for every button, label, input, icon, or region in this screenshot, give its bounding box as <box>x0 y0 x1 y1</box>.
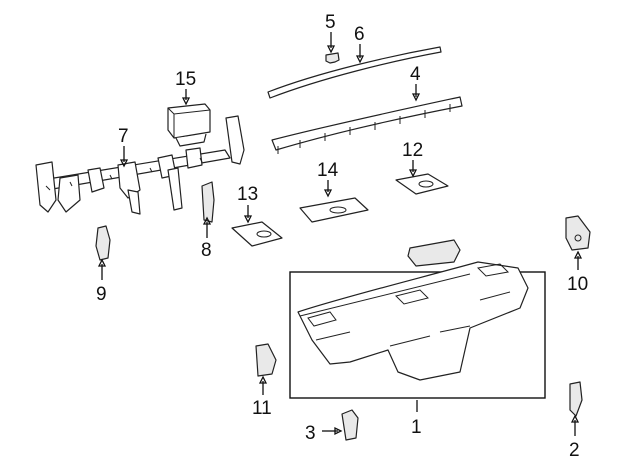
leader-lines <box>97 32 583 436</box>
callout-7: 7 <box>118 126 129 147</box>
part-mounting-plate-left[interactable] <box>231 221 283 247</box>
part-defroster-nozzle[interactable] <box>271 96 463 154</box>
part-side-bracket-left[interactable] <box>95 225 111 261</box>
part-side-cover-right[interactable] <box>565 215 591 251</box>
part-center-plate[interactable] <box>299 197 369 223</box>
callout-6: 6 <box>354 24 365 45</box>
part-defroster-garnish[interactable] <box>267 46 442 99</box>
callout-13: 13 <box>237 184 258 205</box>
callout-4: 4 <box>410 64 421 85</box>
callout-2: 2 <box>569 440 580 461</box>
callout-5: 5 <box>325 12 336 33</box>
part-clip[interactable] <box>325 52 340 64</box>
callout-3: 3 <box>305 423 316 444</box>
part-mounting-plate-right[interactable] <box>395 173 449 195</box>
callout-9: 9 <box>96 284 107 305</box>
instrument-panel-box <box>289 271 546 399</box>
callout-8: 8 <box>201 240 212 261</box>
callout-10: 10 <box>567 274 588 295</box>
callout-12: 12 <box>402 140 423 161</box>
part-side-bracket-lower-right[interactable] <box>569 381 583 417</box>
callout-15: 15 <box>175 69 196 90</box>
callout-1: 1 <box>411 417 422 438</box>
part-instrument-panel[interactable] <box>297 239 529 381</box>
part-side-cover-left[interactable] <box>255 343 277 377</box>
part-air-bag-module[interactable] <box>167 103 211 147</box>
callout-14: 14 <box>317 160 339 181</box>
part-retainer-clip[interactable] <box>341 409 359 441</box>
part-reinforcement-beam[interactable] <box>35 115 245 215</box>
part-support-bracket[interactable] <box>201 181 215 223</box>
callout-11: 11 <box>252 398 272 419</box>
